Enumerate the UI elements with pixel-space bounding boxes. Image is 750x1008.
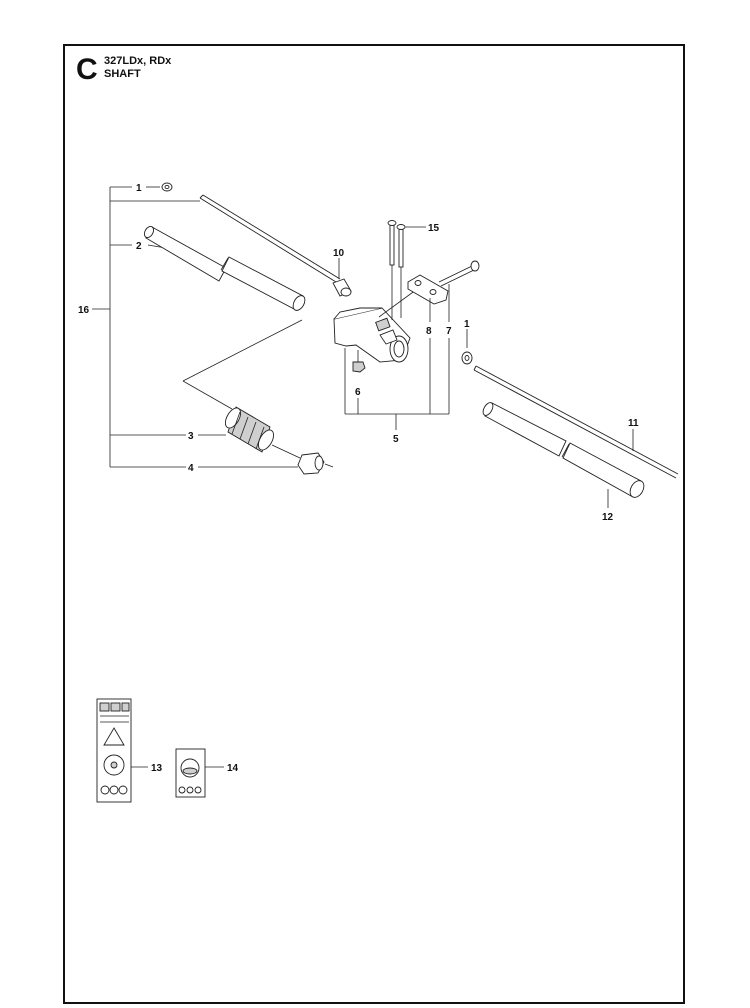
callout-14: 14 [227,763,239,774]
part-12-tube-lower [482,402,645,508]
part-13-decal [96,698,148,803]
bracket-16 [92,186,200,468]
callout-8: 8 [426,326,432,337]
part-4-nut [198,452,334,475]
page-frame [63,44,685,1004]
callout-12: 12 [602,512,614,523]
callout-16: 16 [78,305,90,316]
assembly-guide-lines [182,319,303,410]
part-1-washer-right [461,329,473,365]
callout-13: 13 [151,763,163,774]
part-3-bushing [198,406,301,459]
part-10-shaft-end [332,258,352,297]
callout-5: 5 [393,434,399,445]
callout-15: 15 [428,223,440,234]
callout-2: 2 [136,241,142,252]
part-2-tube-upper [143,225,306,311]
callout-1-left: 1 [136,183,142,194]
callout-10: 10 [333,248,345,259]
section-letter: C [76,53,98,86]
callout-3: 3 [188,431,194,442]
callout-7: 7 [446,326,452,337]
part-5-coupling [333,286,421,363]
callout-11: 11 [628,418,639,429]
callout-4: 4 [188,463,194,474]
part-14-decal [175,748,224,798]
part-8-clamp [407,274,449,322]
model-label: 327LDx, RDx [104,55,172,67]
callout-1-right: 1 [464,319,470,330]
part-6-nut [352,350,366,414]
part-11-drive-shaft-lower [473,365,679,479]
diagram-title: SHAFT [104,68,141,80]
part-drive-shaft-upper [199,194,341,283]
part-15-screws [387,220,426,320]
callout-6: 6 [355,387,361,398]
part-7-bolt [438,260,480,322]
bracket-5 [344,338,450,430]
part-1-washer-left [146,182,173,192]
